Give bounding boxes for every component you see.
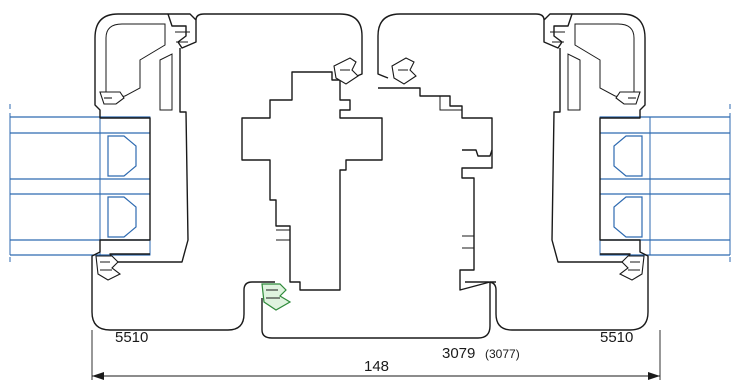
mullion-top-left-gasket [333, 57, 359, 85]
mullion-bottom-gasket[interactable] [261, 283, 292, 311]
right-spacer-upper [613, 135, 643, 177]
left-spacer-lower [107, 196, 137, 238]
right-sash-top-gasket [615, 91, 641, 105]
dimension-arrow-left [92, 372, 104, 380]
left-sash-profile [91, 13, 275, 331]
right-glazing-unit [599, 104, 731, 262]
overall-dimension [91, 330, 661, 380]
left-glazing-unit [9, 104, 151, 262]
left-profile-label: 5510 [115, 329, 148, 346]
mullion-top-right-gasket [391, 57, 417, 85]
dimension-arrow-right [648, 372, 660, 380]
center-profile-alt-label: (3077) [485, 347, 520, 361]
right-sash-profile [465, 13, 649, 331]
left-sash-top-gasket [99, 91, 125, 105]
right-profile-label: 5510 [600, 329, 633, 346]
right-sash-bottom-gasket [618, 255, 645, 281]
center-profile-label: 3079 [442, 345, 475, 362]
left-spacer-upper [107, 135, 137, 177]
right-spacer-lower [613, 196, 643, 238]
central-mullion-profile [195, 13, 545, 339]
left-sash-bottom-gasket [95, 255, 122, 281]
overall-width-label: 148 [364, 358, 389, 375]
